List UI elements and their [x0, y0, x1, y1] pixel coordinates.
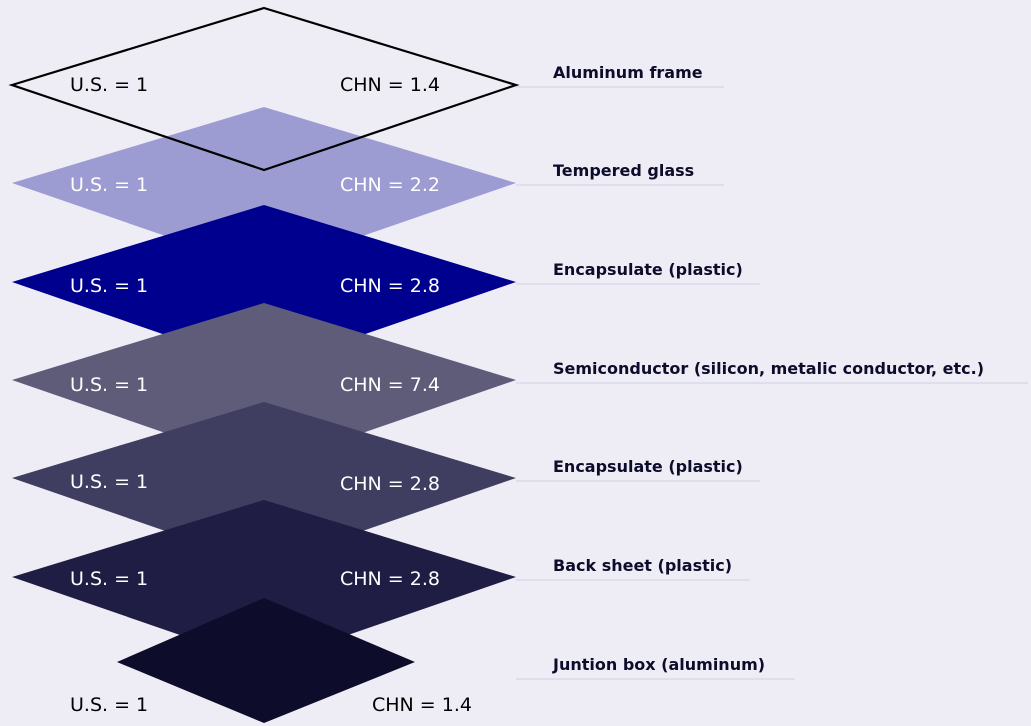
layer-diamond [12, 402, 516, 565]
layer-diamond [12, 205, 516, 369]
layer-shapes [12, 86, 1028, 723]
chn-value-label: CHN = 2.8 [340, 568, 440, 590]
us-value-label: U.S. = 1 [70, 568, 148, 590]
chn-value-label: CHN = 1.4 [340, 74, 440, 96]
layer-name-label: Juntion box (aluminum) [552, 655, 765, 674]
layer-name-label: Aluminum frame [553, 63, 703, 82]
layer-diamond [12, 303, 516, 467]
us-value-label: U.S. = 1 [70, 275, 148, 297]
layer-name-label: Encapsulate (plastic) [553, 260, 743, 279]
layer-diamond [12, 107, 516, 270]
us-value-label: U.S. = 1 [70, 694, 148, 716]
us-value-label: U.S. = 1 [70, 374, 148, 396]
layer-name-label: Semiconductor (silicon, metalic conducto… [553, 359, 984, 378]
layer-name-label: Back sheet (plastic) [553, 556, 732, 575]
chn-value-label: CHN = 2.8 [340, 473, 440, 495]
layer-diamond [12, 500, 516, 664]
layer-name-label: Tempered glass [553, 161, 694, 180]
us-value-label: U.S. = 1 [70, 174, 148, 196]
chn-value-label: CHN = 7.4 [340, 374, 440, 396]
chn-value-label: CHN = 2.2 [340, 174, 440, 196]
layer-diamond-aluminum-frame [8, 6, 520, 172]
frame-outline-layer [8, 6, 520, 172]
layer-diamond [117, 598, 415, 723]
chn-value-label: CHN = 1.4 [372, 694, 472, 716]
layer-name-label: Encapsulate (plastic) [553, 457, 743, 476]
chn-value-label: CHN = 2.8 [340, 275, 440, 297]
us-value-label: U.S. = 1 [70, 74, 148, 96]
us-value-label: U.S. = 1 [70, 471, 148, 493]
